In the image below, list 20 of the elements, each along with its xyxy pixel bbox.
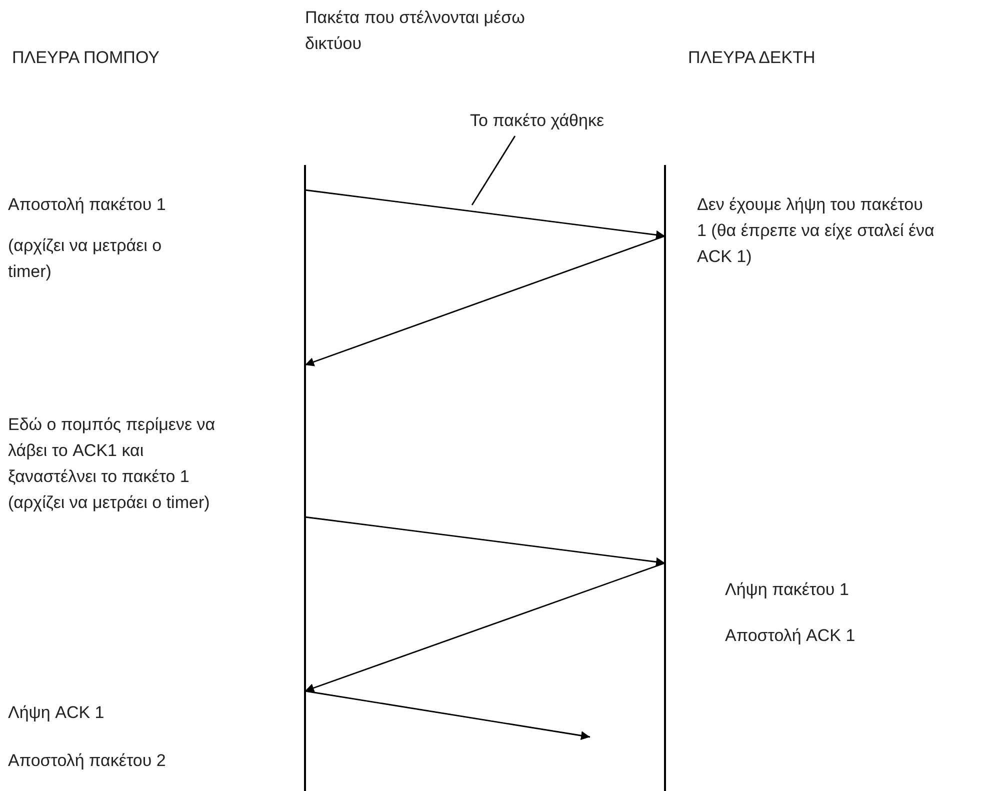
- note-text: Λήψη ACK 1: [8, 702, 106, 724]
- lifeline: [664, 165, 666, 791]
- note-text: Εδώ ο πομπός περίμενε να λάβει το ACK1 και ξαναστέλνει το πακέτο 1 (αρχίζει να μετράει ο timer): [8, 414, 216, 514]
- column-heading: Πακέτα που στέλνονται μέσω δικτύου: [305, 7, 526, 55]
- message-arrow: [304, 235, 666, 366]
- message-arrow: [304, 562, 666, 692]
- note-text: Αποστολή πακέτου 2: [8, 750, 167, 772]
- message-arrow: [304, 690, 590, 740]
- column-heading: ΠΛΕΥΡΑ ΔΕΚΤΗ: [688, 47, 816, 69]
- message-arrow: [304, 516, 666, 566]
- message-arrow: [304, 189, 666, 240]
- note-text: Δεν έχουμε λήψη του πακέτου 1 (θα έπρεπε να είχε σταλεί ένα ACK 1): [697, 194, 936, 268]
- note-text: Αποστολή ACK 1: [725, 625, 856, 647]
- lifeline: [304, 165, 306, 791]
- leader-line: [471, 136, 516, 206]
- note-text: Αποστολή πακέτου 1: [8, 194, 167, 216]
- annotation-text: Το πακέτο χάθηκε: [470, 108, 604, 134]
- note-text: (αρχίζει να μετράει ο timer): [8, 235, 163, 283]
- column-heading: ΠΛΕΥΡΑ ΠΟΜΠΟΥ: [12, 47, 160, 69]
- note-text: Λήψη πακέτου 1: [725, 579, 850, 601]
